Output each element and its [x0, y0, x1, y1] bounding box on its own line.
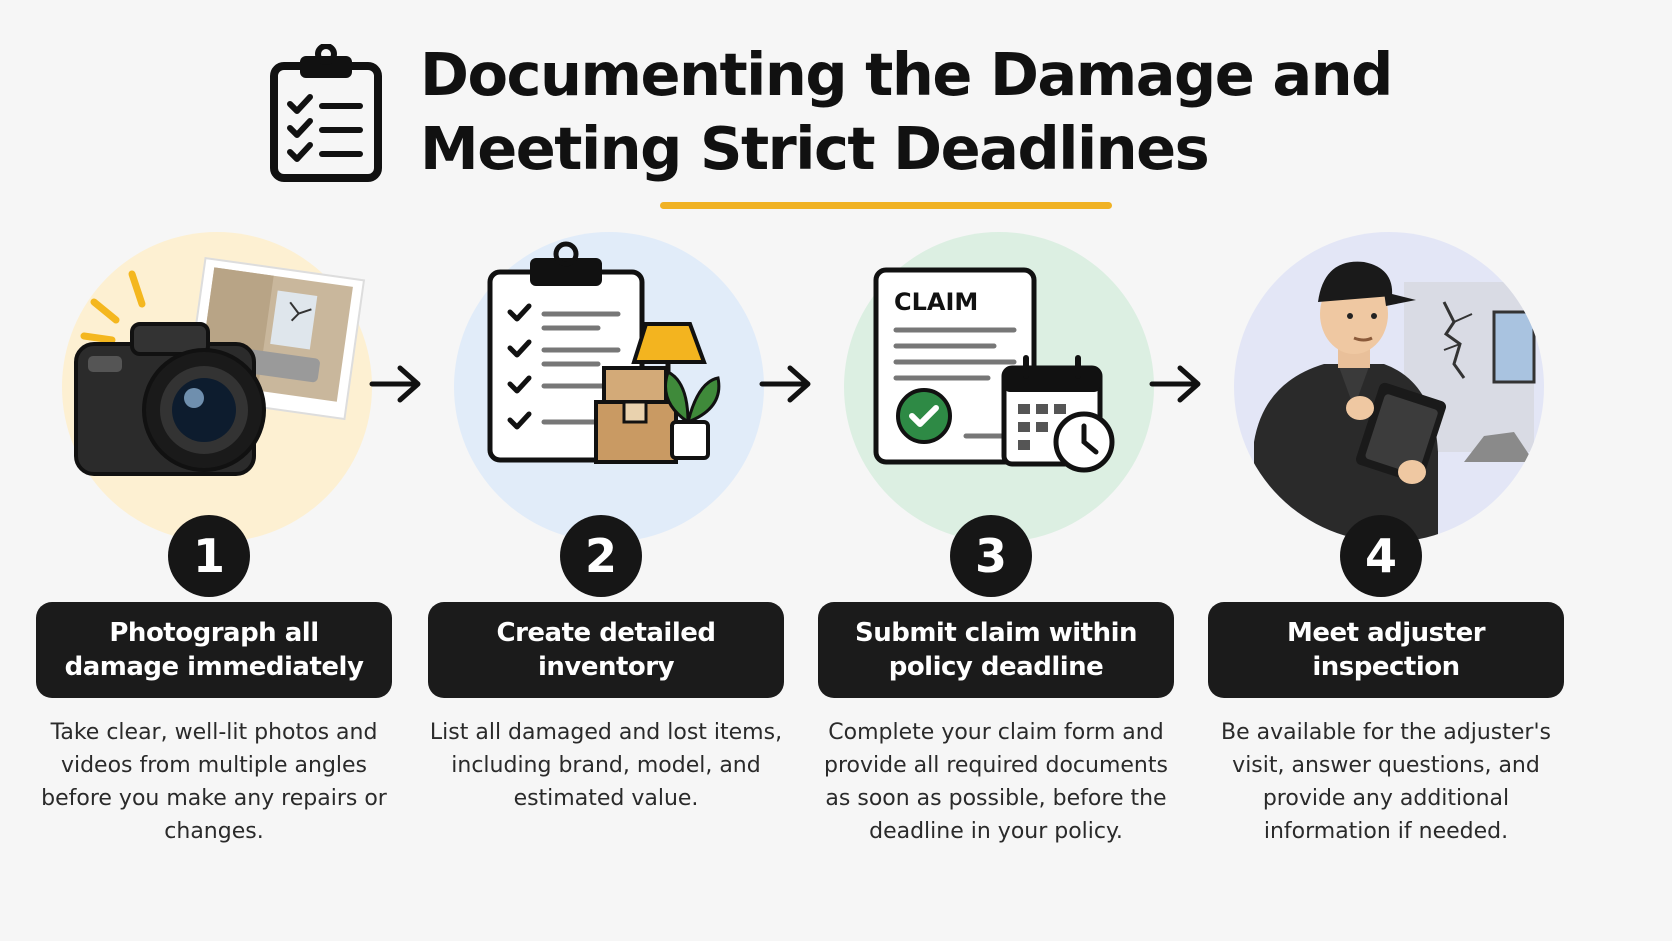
step-description: Complete your claim form and provide all… [824, 720, 1168, 844]
title-line-1: Documenting the Damage and [420, 40, 1393, 109]
header: Documenting the Damage and Meeting Stric… [0, 0, 1672, 220]
step-title-bar: Photograph all damage immediately [36, 602, 392, 698]
step-1: 1 Photograph all damage immediately Take… [36, 232, 406, 912]
step-title-bar: Submit claim within policy deadline [818, 602, 1174, 698]
step-number: 1 [168, 515, 250, 597]
claim-label: CLAIM [894, 288, 978, 316]
step-title: Submit claim within policy deadline [854, 618, 1138, 682]
step-description: Be available for the adjuster's visit, a… [1221, 720, 1551, 844]
step-number: 3 [950, 515, 1032, 597]
arrow-right-icon [1149, 365, 1201, 403]
page-title: Documenting the Damage and Meeting Stric… [420, 38, 1393, 186]
step-4-circle [1234, 232, 1544, 542]
step-number: 4 [1340, 515, 1422, 597]
adjuster-icon [1254, 261, 1536, 542]
title-underline [660, 202, 1112, 209]
claim-form-icon: CLAIM [873, 267, 1115, 473]
arrow-right-icon [759, 365, 811, 403]
title-line-2: Meeting Strict Deadlines [420, 114, 1210, 183]
step-3: CLAIM 3 Submit claim within policy deadl… [818, 232, 1188, 912]
step-title: Photograph all damage immediately [64, 618, 364, 682]
step-number: 2 [560, 515, 642, 597]
step-title: Meet adjuster inspection [1286, 618, 1486, 682]
step-2: 2 Create detailed inventory List all dam… [428, 232, 798, 912]
step-title-bar: Create detailed inventory [428, 602, 784, 698]
inventory-checklist-icon [487, 241, 721, 464]
step-description: List all damaged and lost items, includi… [429, 720, 783, 811]
camera-icon [74, 256, 366, 476]
clipboard-checklist-icon [270, 44, 382, 182]
step-title: Create detailed inventory [496, 618, 716, 682]
step-4: 4 Meet adjuster inspection Be available … [1208, 232, 1578, 912]
step-title-bar: Meet adjuster inspection [1208, 602, 1564, 698]
arrow-right-icon [369, 365, 421, 403]
step-description: Take clear, well-lit photos and videos f… [41, 720, 387, 844]
